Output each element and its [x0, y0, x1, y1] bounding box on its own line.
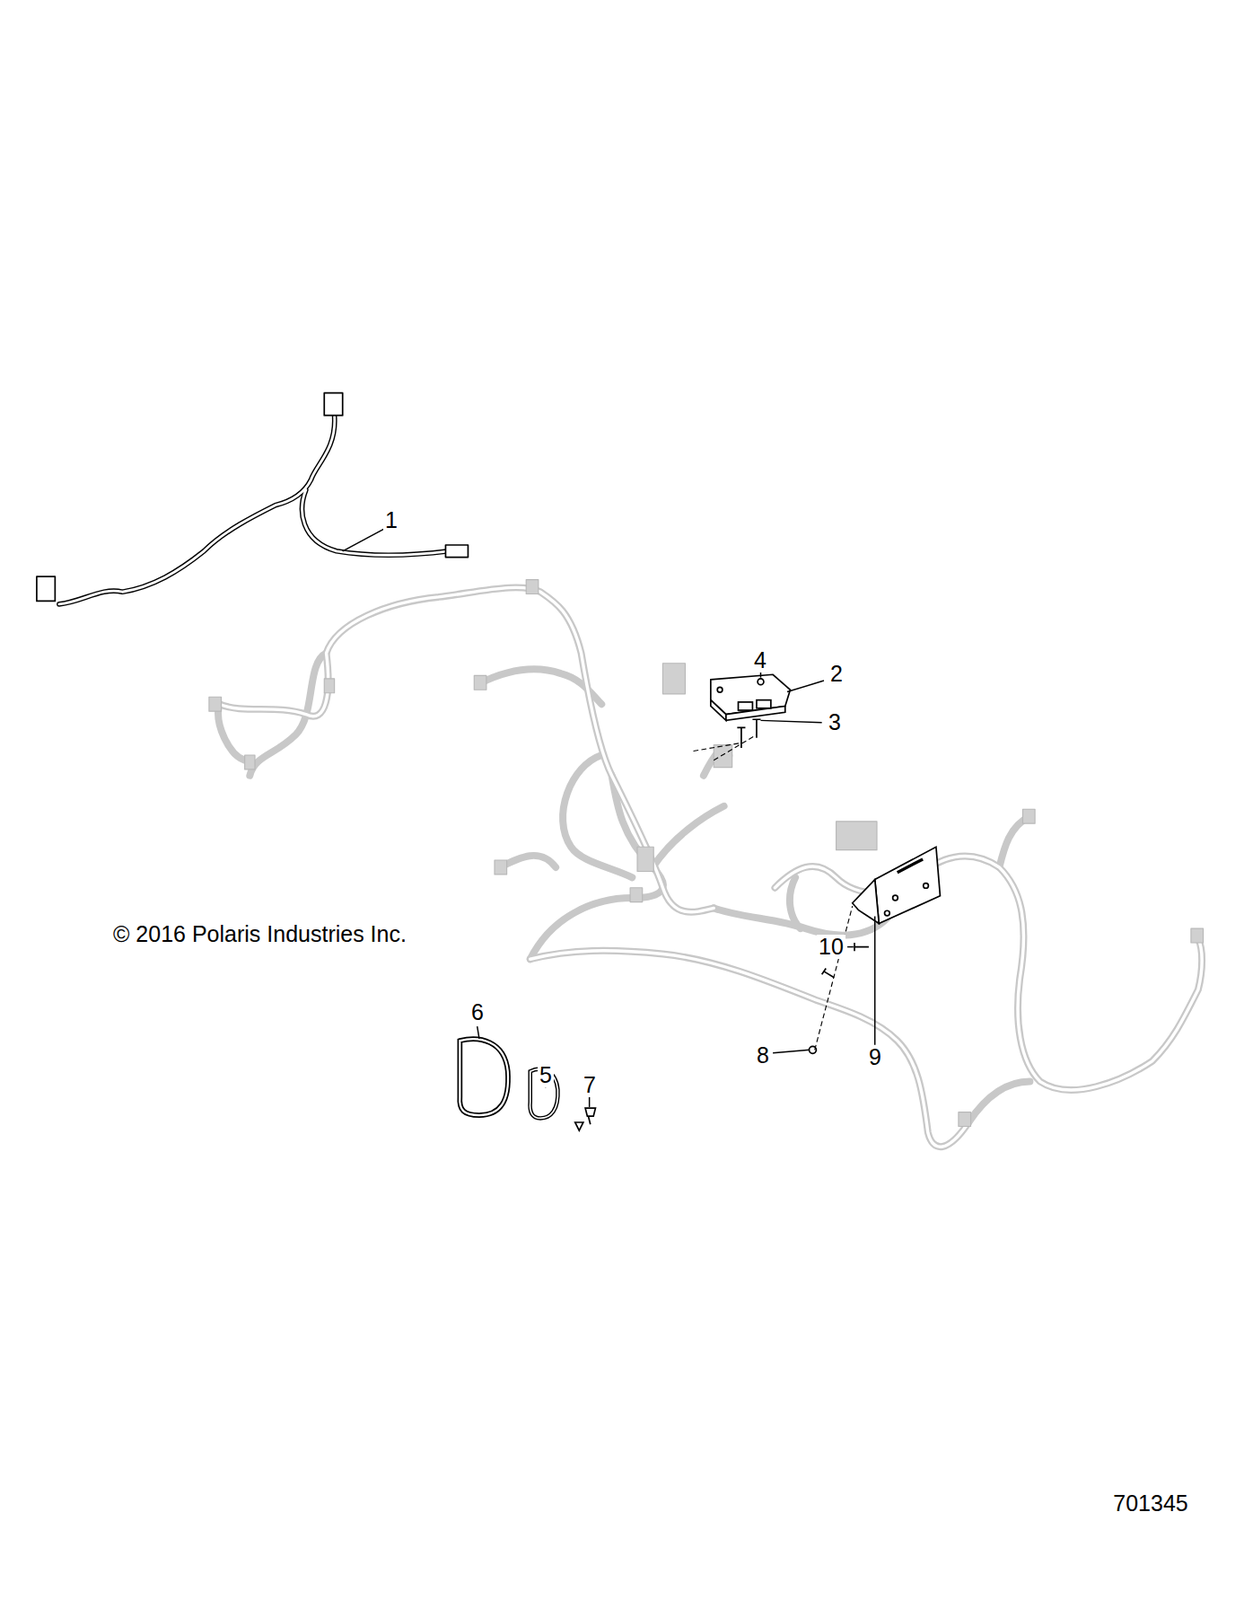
callout-number: 2 — [828, 661, 845, 686]
control-module — [693, 674, 791, 760]
callout-number: 1 — [383, 508, 400, 533]
callout-number: 10 — [816, 934, 846, 959]
main-harness — [209, 579, 1204, 1148]
callout-number: 6 — [469, 999, 486, 1025]
callout-number: 5 — [537, 1062, 554, 1087]
callout-number: 8 — [754, 1042, 771, 1068]
callout-number: 3 — [826, 709, 843, 735]
copyright-note: © 2016 Polaris Industries Inc. — [111, 921, 409, 947]
callout-number: 9 — [867, 1044, 884, 1069]
sub-harness — [36, 393, 469, 605]
callout-number: 4 — [752, 648, 769, 673]
drawing-number: 701345 — [1111, 1490, 1190, 1516]
leader-lines — [342, 528, 876, 1107]
clamps — [459, 1038, 596, 1131]
callout-number: 7 — [581, 1072, 598, 1097]
mounting-bracket — [808, 846, 940, 1053]
